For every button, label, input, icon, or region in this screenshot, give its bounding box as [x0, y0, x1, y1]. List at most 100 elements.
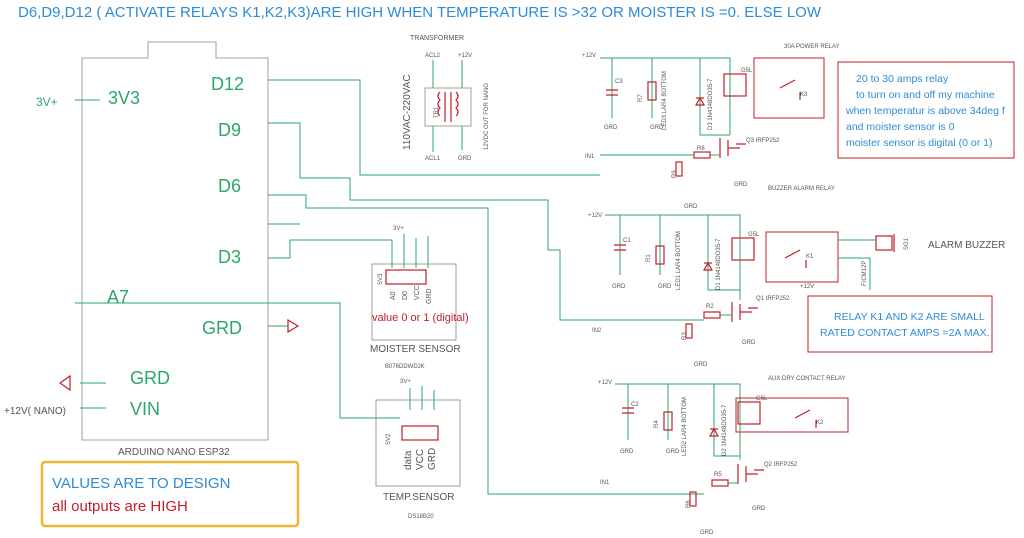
temp-pin-data: data — [403, 450, 414, 470]
pin-d3: D3 — [218, 247, 241, 267]
moister-pin-d0: D0 — [402, 291, 409, 300]
pin-grd-left: GRD — [130, 368, 170, 388]
relay1-diode: D1 1N4148DO35-7 — [716, 238, 722, 290]
relay3-in: IN1 — [585, 154, 595, 160]
relay1-grd4: GRD — [694, 362, 708, 368]
relay2-grd1: GRD — [620, 449, 634, 455]
transformer-ref: TR1 — [434, 106, 440, 118]
pin-a7: A7 — [107, 287, 129, 307]
relay2-grd3: GRD — [752, 506, 766, 512]
moister-pin-grd: GRD — [426, 288, 433, 304]
design-note-line1: VALUES ARE TO DESIGN — [52, 475, 230, 492]
relay3-12v: +12V — [582, 53, 596, 59]
relay3-diode: D3 1N4148DO35-7 — [708, 78, 714, 130]
relay2-mos: Q2 IRFP252 — [764, 462, 798, 468]
arduino-name: ARDUINO NANO ESP32 — [118, 447, 230, 458]
buzzer-label: ALARM BUZZER — [928, 240, 1005, 251]
transformer-primary: 110VAC-220VAC — [402, 74, 413, 150]
relay1-cap: C1 — [623, 238, 631, 244]
note-small-line1: RELAY K1 AND K2 ARE SMALL — [834, 311, 985, 323]
temp-pin-vcc: VCC — [415, 449, 426, 470]
pin-d9: D9 — [218, 120, 241, 140]
transformer: TRANSFORMER ACL2 +12V ACL1 GRD 110VAC-22… — [402, 35, 490, 162]
moister-ref: SV3 — [378, 273, 384, 285]
note-amps-line1: 20 to 30 amps relay — [856, 73, 949, 85]
note-small-line2: RATED CONTACT AMPS =2A MAX. — [820, 327, 990, 339]
relay-circuit-aux: +12V AUX.DRY CONTACT RELAY C2 R4 LED2 LA… — [598, 376, 849, 536]
transformer-acl2: ACL2 — [425, 53, 441, 59]
relay1-res-led: R1 — [646, 254, 652, 262]
transformer-acl1: ACL1 — [425, 156, 441, 162]
relay1-title: BUZZER ALARM RELAY — [768, 186, 835, 192]
moister-part: B076DDWDJK — [385, 364, 425, 370]
ext-12v-label: +12V( NANO) — [4, 406, 66, 417]
moister-pin-a0: A0 — [390, 291, 397, 300]
relay-circuit-30a: +12V 30A POWER RELAY C3 R7 LED3 LAR4 BOT… — [582, 44, 840, 210]
transformer-12v: +12V — [458, 53, 472, 59]
pin-grd-right: GRD — [202, 318, 242, 338]
relay2-in: IN1 — [600, 480, 610, 486]
moister-pin-vcc: VCC — [414, 285, 421, 300]
relay1-grd3: GRD — [742, 340, 756, 346]
relay3-ref: K3 — [800, 92, 808, 98]
relay1-in: IN2 — [592, 328, 602, 334]
relay1-mos: Q1 IRFP252 — [756, 296, 790, 302]
relay2-grd2: GRD — [666, 449, 680, 455]
ext-3v-label: 3V+ — [36, 95, 58, 109]
pin-d6: D6 — [218, 176, 241, 196]
relay3-res-gnd: R9 — [672, 170, 678, 178]
transformer-grd: GRD — [458, 156, 472, 162]
schematic-title: D6,D9,D12 ( ACTIVATE RELAYS K1,K2,K3)ARE… — [18, 4, 822, 21]
relay2-cap: C2 — [631, 402, 639, 408]
relay-circuit-buzzer: +12V BUZZER ALARM RELAY C1 R1 LED1 LAR4 … — [588, 186, 839, 368]
arduino-board: D12 D9 D6 D3 3V3 A7 GRD GRD VIN ARDUINO … — [4, 41, 704, 495]
transformer-title: TRANSFORMER — [410, 35, 464, 42]
relay2-res-g: R5 — [714, 472, 722, 478]
relay2-gsl: G5L — [756, 396, 768, 402]
relay3-grd3: GRD — [734, 182, 748, 188]
relay3-res-led: R7 — [638, 94, 644, 102]
design-note-line2: all outputs are HIGH — [52, 498, 188, 515]
relay3-grd2: GRD — [650, 125, 664, 131]
relay2-res-led: R4 — [654, 420, 660, 428]
relay2-diode: D2 1N4148DO35-7 — [722, 404, 728, 456]
relay3-title: 30A POWER RELAY — [784, 44, 840, 50]
buzzer-ref: SG1 — [904, 237, 910, 250]
relay3-cap: C3 — [615, 79, 623, 85]
transformer-secondary: 12VDC OUT FOR NANO — [484, 83, 490, 150]
temp-ref: SV2 — [386, 433, 392, 445]
relay2-ref: K2 — [816, 420, 824, 426]
relay2-led: LED2 LAR4 BOTTOM — [682, 397, 688, 456]
temp-part: DS18B20 — [408, 514, 434, 520]
moister-sensor: 3V+ SV3 A0 D0 VCC GRD value 0 or 1 (digi… — [370, 226, 469, 370]
note-amps-line3: when temperatur is above 34deg f — [845, 105, 1005, 117]
alarm-buzzer: ALARM BUZZER SG1 F/CM12P +12V — [800, 234, 1005, 290]
note-amps-line5: moister sensor is digital (0 or 1) — [846, 137, 992, 149]
relay1-grd2: GRD — [658, 284, 672, 290]
pin-vin: VIN — [130, 399, 160, 419]
relay1-res-g: R2 — [706, 304, 714, 310]
temp-3v: 3V+ — [400, 379, 411, 385]
relay1-12v: +12V — [588, 213, 602, 219]
relay3-res-g: R8 — [697, 146, 705, 152]
relay1-led: LED1 LAR4 BOTTOM — [676, 231, 682, 290]
relay1-gsl: G5L — [748, 232, 760, 238]
buzzer-part: F/CM12P — [862, 261, 868, 286]
relay3-led: LED3 LAR4 BOTTOM — [662, 71, 668, 130]
relay2-12v: +12V — [598, 380, 612, 386]
note-small-relays: RELAY K1 AND K2 ARE SMALL RATED CONTACT … — [807, 295, 993, 353]
relay3-mos: Q3 IRFP252 — [746, 138, 780, 144]
note-amps-line2: to turn on and off my machine — [856, 89, 995, 101]
relay1-ref: K1 — [806, 254, 814, 260]
moister-note: value 0 or 1 (digital) — [372, 312, 469, 324]
relay3-grd1: GRD — [604, 125, 618, 131]
relay3-gsl: G5L — [741, 68, 753, 74]
relay1-grd1: GRD — [612, 284, 626, 290]
temp-sensor: 3V+ SV2 data VCC GRD TEMP.SENSOR DS18B20 — [375, 379, 461, 520]
moister-title: MOISTER SENSOR — [370, 344, 461, 355]
note-amps-line4: and moister sensor is 0 — [846, 121, 955, 133]
note-amps: 20 to 30 amps relay to turn on and off m… — [837, 61, 1015, 159]
buzzer-12v: +12V — [800, 284, 814, 290]
design-note: VALUES ARE TO DESIGN all outputs are HIG… — [40, 460, 300, 528]
